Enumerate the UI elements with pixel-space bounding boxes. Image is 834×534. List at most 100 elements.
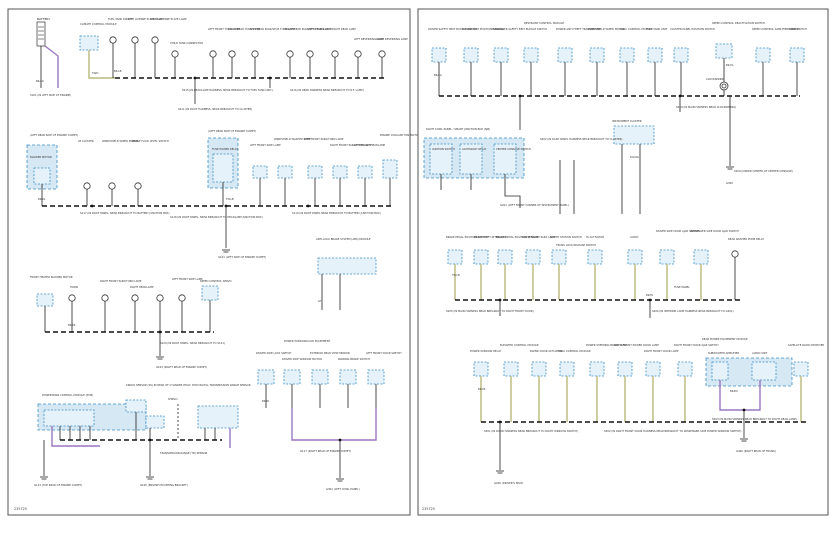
hvac-module-label: HVAC CONTROL MODULE (620, 27, 653, 31)
rf-door-ajar-label: RIGHT FRONT DOOR AJAR SWITCH (674, 343, 718, 347)
cluster-panel-switch-label: CLUSTER PANEL POSITION SWITCH (670, 27, 715, 31)
climate-control-module-label: CLIMATE CONTROL MODULE (80, 22, 117, 26)
subwoofer-box (711, 361, 729, 381)
lf-headlamp-label: LEFT FRONT HEADLAMP (354, 143, 386, 147)
knock-sensor-box (125, 399, 147, 413)
driver-window-motor-box (283, 369, 301, 385)
right-rear-lamp-label: RIGHT REAR LAMP (332, 27, 356, 31)
lamp-icon (378, 50, 386, 58)
ig-activator-box (587, 249, 603, 265)
wire-tag: BK-YG (38, 197, 45, 201)
ground-icon (146, 476, 154, 480)
anti-theft-label: POWER ANTI-THEFT TRANSCEIVER (556, 27, 600, 31)
driver-belt-switch-box (431, 47, 447, 63)
lamp-icon (109, 36, 117, 44)
transmission-range-label: TRANSMISSION RANGE (TR) SENSOR (160, 451, 208, 455)
lamp-icon (178, 294, 186, 302)
climate-control-module-box (79, 35, 99, 51)
horn-label: HORN (70, 285, 78, 289)
rf-door-lamp-box (645, 361, 661, 377)
splice-s101-label: S101 (IN LEFT SIDE OF ENGINE) (30, 93, 71, 97)
clockspring-label: CLOCKSPRING (706, 77, 724, 81)
wiper-motor-box (589, 47, 605, 63)
rf-power-door-label: RIGHT FRONT POWER DOOR LAMP (614, 343, 659, 347)
rear-power-module-label: REAR POWER EQUIPMENT MODULE (702, 337, 748, 341)
lamp-icon (131, 294, 139, 302)
wire-tag: TN-LB (226, 197, 234, 201)
power-steering-label: POWER STEERING BRAKE LAMP (586, 343, 627, 347)
battery-symbol (36, 21, 59, 88)
rf-park-turn-lamp-label: RIGHT FRONT PARK/TURN LAMP (100, 279, 142, 283)
ground-icon (336, 478, 344, 482)
splice-s501-label: S501 (IN DOOR HARNESS NEAR BREAKOUT TO R… (484, 429, 578, 433)
wire-tag: BK-YG (726, 63, 733, 67)
lamp-icon (134, 182, 142, 190)
splice-s204-label: S204 (IN MAIN HARNESS NEAR CLOCKSPRING) (676, 105, 736, 109)
left-rear-lamp-label: LEFT REAR LAMP (308, 27, 330, 31)
lamp-icon (68, 294, 76, 302)
lamp-icon (228, 50, 236, 58)
knock-sensor-label: KNOCK SENSOR (KS) IN REAR OF CYLINDER HE… (126, 383, 191, 387)
splice-s205-label: S205 (IN MAIN HARNESS NEAR BREAKOUT TO R… (446, 309, 534, 313)
ground-g113-label: G113 (TOP REAR OF ENGINE COMPT) (34, 483, 82, 487)
abs-module-label: ANTI-LOCK BRAKE SYSTEM (ABS) MODULE (316, 237, 371, 241)
ground-g117-label: G117 (RIGHT REAR OF ENGINE COMPT) (300, 449, 351, 453)
audio-box (627, 249, 643, 265)
lf-park-turn-box (307, 165, 323, 179)
splice-s119-label: S119 (IN ROOF PANEL NEAR BREAKOUT TO BAT… (292, 211, 381, 215)
cluster-panel-switch-box (673, 47, 689, 63)
fuel-tank-unit-box (647, 47, 663, 63)
ground-g200-label: G200 (DRIVER'S SEAT) (494, 481, 523, 485)
speed-amplifier-box (755, 47, 771, 63)
speed-control-servo-label: SPEED CONTROL SERVO (200, 279, 232, 283)
left-row-3 (36, 285, 219, 356)
power-window-relay-box (473, 361, 489, 377)
audio-label: AUDIO (630, 235, 638, 239)
coolant-fan-box (382, 159, 398, 179)
brake-fluid-label: BRAKE FLUID LEVEL SWITCH (132, 139, 169, 143)
restraint-module-box (523, 47, 539, 63)
wire-tag: BK/W (646, 293, 653, 297)
left-front-turn-lamp-label: LEFT FRONT TURN LAMP (208, 27, 240, 31)
exterior-mirror-box (311, 369, 329, 385)
brake-pedal-switch-box (447, 249, 463, 265)
parking-brake-label: PARKING BRAKE SWITCH (338, 357, 370, 361)
anti-theft-box (557, 47, 573, 63)
elevated-module-box (503, 361, 519, 377)
brake-shift-box (473, 249, 489, 265)
fuse-power-relay-label: FUSE POWER RELAY (212, 147, 238, 151)
speed-amplifier-label: SPEED CONTROL AMPLIFIER SWITCH (752, 27, 799, 31)
lamp-icon (108, 182, 116, 190)
shield-label: SHIELD (168, 397, 177, 401)
left-row-2 (26, 137, 398, 248)
pcm-box (43, 409, 95, 427)
horn-switch-label: HORN SWITCH (788, 27, 807, 31)
satellite-radio-label: SATELLITE RADIO RECEIVER (788, 343, 824, 347)
parking-brake-switch-box (339, 369, 357, 385)
lamp-icon (354, 50, 362, 58)
ground-g201-label: G201 (LEFT FRONT CORNER OF INSTRUMENT PA… (500, 203, 569, 207)
right-page-number: 235725 (422, 507, 435, 511)
left-page: BATTERY CLIMATE CONTROL MODULE FUEL TANK… (7, 8, 420, 516)
front-heated-blower-box (36, 293, 54, 307)
ground-icon (740, 438, 748, 442)
ground-g101-label: G101 (LEFT SIDE OF ENGINE COMPT) (218, 255, 266, 259)
windshield-wiper-label: WINDSHIELD WIPER MOTOR (102, 139, 139, 143)
coolant-fan-label: ENGINE COOLANT FAN MOTOR (380, 133, 420, 137)
lamp-icon (331, 50, 339, 58)
junction-box-group (423, 125, 655, 214)
right-rear-park-stop-label: RIGHT REAR PARK/STOP TURN LAMP (285, 27, 333, 31)
left-license-plate-lamp-label: LEFT LICENSE PLATE LAMP (128, 17, 163, 21)
brake-pedal-sensor-label: BRAKE PEDAL POSITION SENSOR (496, 235, 539, 239)
tr-sensor-box (145, 415, 165, 429)
digital-tr-sensor-box (197, 405, 239, 429)
fuse-power-relay-box (212, 153, 234, 183)
left-row-4 (37, 399, 239, 476)
center-console-switch-label: CENTER CONSOLE SWITCH (496, 147, 531, 151)
left-row-1 (79, 35, 386, 104)
rf-park-turn-box (332, 165, 348, 179)
child-tank-connector-label: CHILD TANK CONNECTOR (170, 41, 203, 45)
rf-door-lamp-label: RIGHT FRONT DOOR LAMP (644, 349, 679, 353)
elevated-module-label: ELEVATED CONTROL MODULE (500, 343, 539, 347)
right-page: DRIVER SAFETY BELT BUCKLE SWITCH DRIVER … (417, 8, 829, 516)
